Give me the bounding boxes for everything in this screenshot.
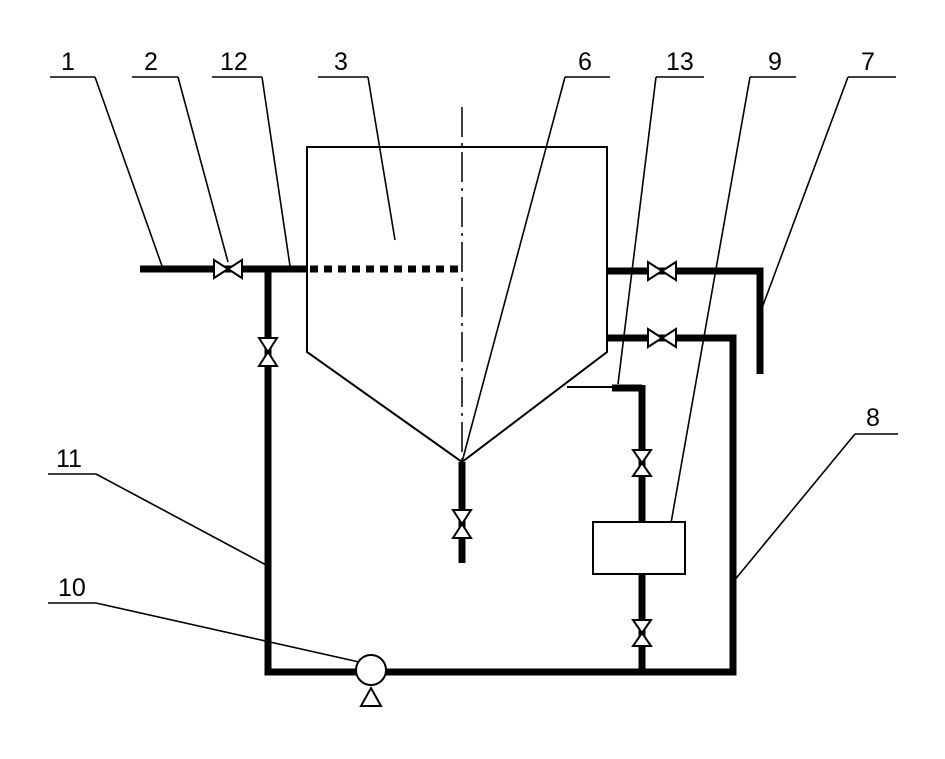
label-13: 13 [666, 48, 694, 76]
device-inlet-valve-icon [631, 449, 653, 477]
leader-10 [95, 602, 369, 665]
label-10: 10 [58, 574, 86, 602]
device-outlet-valve-icon [631, 619, 653, 647]
leader-13 [617, 76, 657, 385]
leader-6 [461, 76, 566, 463]
recycle-valve-icon [257, 337, 279, 367]
leader-11 [95, 473, 269, 567]
tank-body [306, 146, 608, 464]
valves [213, 258, 677, 647]
pump-icon [355, 654, 387, 686]
label-12: 12 [220, 48, 248, 76]
label-11: 11 [56, 445, 82, 473]
leader-2 [177, 76, 229, 263]
pump [355, 654, 387, 707]
label-7: 7 [861, 48, 875, 76]
return-valve-icon [647, 327, 677, 349]
leader-8 [732, 433, 856, 583]
sludge-valve-icon [451, 509, 473, 539]
leader-7 [761, 76, 849, 309]
leader-9 [667, 76, 751, 541]
label-9: 9 [768, 48, 782, 76]
outlet-valve-icon [647, 260, 677, 282]
leader-lines [48, 76, 898, 665]
pump-base-icon [359, 685, 383, 707]
tank [306, 107, 608, 464]
leader-12 [261, 76, 291, 267]
label-8: 8 [866, 404, 880, 432]
label-3: 3 [334, 48, 348, 76]
device-9-box [592, 521, 686, 575]
number-labels: 1 2 12 3 6 13 9 7 8 11 10 [56, 48, 880, 602]
inlet-valve-icon [213, 258, 243, 280]
leader-3 [367, 76, 396, 241]
label-1: 1 [61, 48, 75, 76]
leader-1 [94, 76, 163, 267]
label-6: 6 [578, 48, 592, 76]
recycle-pipe [264, 269, 737, 676]
pipes [140, 265, 764, 676]
label-2: 2 [144, 48, 158, 76]
